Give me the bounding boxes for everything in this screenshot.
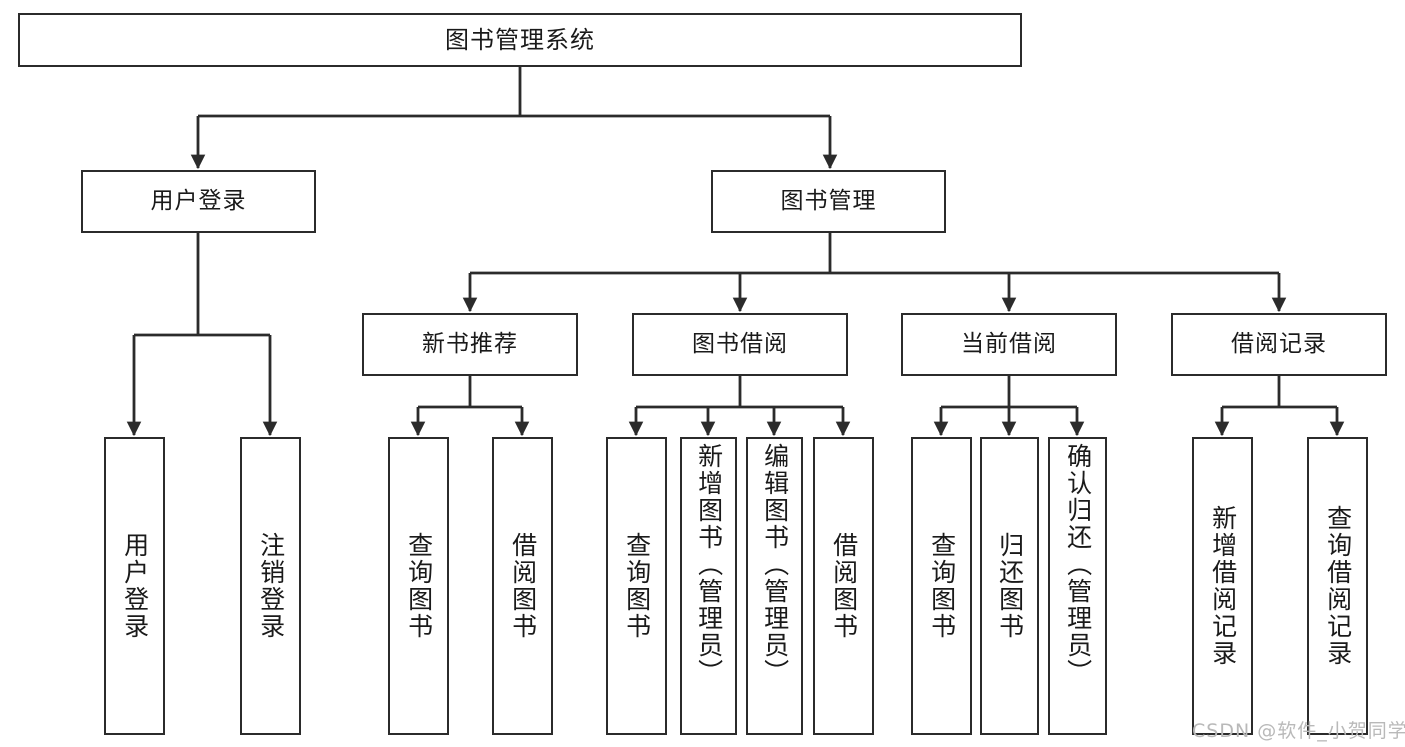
node-leaf-query-book-1[interactable]: 查询图书 bbox=[388, 437, 449, 735]
node-leaf-user-login[interactable]: 用户登录 bbox=[104, 437, 165, 735]
leaf-inner: 新增借阅记录 bbox=[1194, 439, 1251, 733]
node-new-book-rec-label: 新书推荐 bbox=[422, 330, 518, 357]
node-leaf-logout-login[interactable]: 注销登录 bbox=[240, 437, 301, 735]
leaf-inner: 借阅图书 bbox=[494, 439, 551, 733]
leaf-inner: 查询图书 bbox=[608, 439, 665, 733]
node-leaf-add-book-label: 新增图书（管理员） bbox=[694, 443, 724, 686]
csdn-watermark: CSDN @软件_小贺同学 bbox=[1192, 720, 1405, 742]
leaf-inner: 归还图书 bbox=[982, 439, 1037, 733]
leaf-inner: 查询借阅记录 bbox=[1309, 439, 1366, 733]
node-leaf-add-book[interactable]: 新增图书（管理员） bbox=[680, 437, 737, 735]
node-user-login[interactable]: 用户登录 bbox=[81, 170, 316, 233]
node-current-borrow[interactable]: 当前借阅 bbox=[901, 313, 1117, 376]
node-leaf-query-book-2-label: 查询图书 bbox=[622, 532, 652, 640]
node-leaf-query-book-3[interactable]: 查询图书 bbox=[911, 437, 972, 735]
node-book-manage[interactable]: 图书管理 bbox=[711, 170, 946, 233]
leaf-inner: 用户登录 bbox=[106, 439, 163, 733]
node-leaf-query-book-1-label: 查询图书 bbox=[404, 532, 434, 640]
node-leaf-user-login-label: 用户登录 bbox=[120, 532, 150, 640]
node-new-book-rec[interactable]: 新书推荐 bbox=[362, 313, 578, 376]
node-book-borrow-label: 图书借阅 bbox=[692, 330, 788, 357]
leaf-inner: 查询图书 bbox=[913, 439, 970, 733]
leaf-inner: 借阅图书 bbox=[815, 439, 872, 733]
node-user-login-label: 用户登录 bbox=[150, 187, 247, 214]
node-leaf-return-book-label: 归还图书 bbox=[995, 532, 1025, 640]
node-borrow-record[interactable]: 借阅记录 bbox=[1171, 313, 1387, 376]
node-leaf-confirm-return[interactable]: 确认归还（管理员） bbox=[1048, 437, 1107, 735]
node-root-label: 图书管理系统 bbox=[445, 25, 595, 54]
node-leaf-return-book[interactable]: 归还图书 bbox=[980, 437, 1039, 735]
node-leaf-add-record-label: 新增借阅记录 bbox=[1208, 505, 1238, 667]
node-leaf-add-record[interactable]: 新增借阅记录 bbox=[1192, 437, 1253, 735]
node-leaf-borrow-book-2[interactable]: 借阅图书 bbox=[813, 437, 874, 735]
leaf-inner: 注销登录 bbox=[242, 439, 299, 733]
node-leaf-query-record[interactable]: 查询借阅记录 bbox=[1307, 437, 1368, 735]
node-borrow-record-label: 借阅记录 bbox=[1231, 330, 1327, 357]
node-leaf-query-book-2[interactable]: 查询图书 bbox=[606, 437, 667, 735]
node-leaf-edit-book[interactable]: 编辑图书（管理员） bbox=[746, 437, 803, 735]
node-leaf-borrow-book-2-label: 借阅图书 bbox=[829, 532, 859, 640]
node-current-borrow-label: 当前借阅 bbox=[961, 330, 1057, 357]
node-book-manage-label: 图书管理 bbox=[780, 187, 877, 214]
leaf-inner: 查询图书 bbox=[390, 439, 447, 733]
leaf-inner: 编辑图书（管理员） bbox=[748, 439, 801, 737]
node-leaf-query-book-3-label: 查询图书 bbox=[927, 532, 957, 640]
leaf-inner: 确认归还（管理员） bbox=[1050, 439, 1105, 737]
node-leaf-borrow-book-1-label: 借阅图书 bbox=[508, 532, 538, 640]
node-leaf-borrow-book-1[interactable]: 借阅图书 bbox=[492, 437, 553, 735]
node-leaf-edit-book-label: 编辑图书（管理员） bbox=[760, 443, 790, 686]
node-leaf-query-record-label: 查询借阅记录 bbox=[1323, 505, 1353, 667]
node-root[interactable]: 图书管理系统 bbox=[18, 13, 1022, 67]
node-leaf-confirm-return-label: 确认归还（管理员） bbox=[1063, 443, 1093, 686]
node-book-borrow[interactable]: 图书借阅 bbox=[632, 313, 848, 376]
leaf-inner: 新增图书（管理员） bbox=[682, 439, 735, 737]
node-leaf-logout-login-label: 注销登录 bbox=[256, 532, 286, 640]
